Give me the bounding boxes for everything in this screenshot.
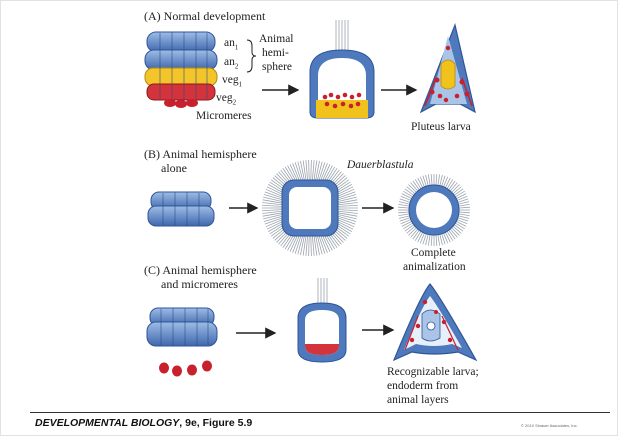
- panel-b-embryo: [148, 192, 214, 226]
- caption-edition: , 9e, Figure 5.9: [179, 417, 252, 429]
- panel-c-heading-2: and micromeres: [161, 278, 238, 291]
- pluteus-larva: [421, 25, 475, 112]
- panel-c-result-2: endoderm from: [387, 380, 458, 393]
- tier-an2-sub: 2: [235, 62, 239, 70]
- figure-caption: DEVELOPMENTAL BIOLOGY, 9e, Figure 5.9: [35, 417, 252, 429]
- recognizable-larva: [394, 284, 476, 360]
- tier-an2-label: an2: [224, 56, 238, 73]
- animal-bracket-label-1: Animal: [259, 33, 294, 46]
- caption-book: DEVELOPMENTAL BIOLOGY: [35, 417, 179, 429]
- tier-an1-label: an1: [224, 37, 238, 54]
- blastula-a: [310, 20, 374, 118]
- panel-a-heading: (A) Normal development: [144, 10, 265, 23]
- panel-c-result-3: animal layers: [387, 394, 449, 407]
- tier-veg1-sub: 1: [239, 80, 243, 88]
- panel-c-heading-1: (C) Animal hemisphere: [144, 264, 257, 277]
- panel-b-heading-1: (B) Animal hemisphere: [144, 148, 257, 161]
- tier-veg1-label: veg1: [222, 74, 242, 91]
- animal-bracket: [247, 40, 256, 72]
- panel-b-heading-2: alone: [161, 162, 187, 175]
- pluteus-larva-label: Pluteus larva: [411, 121, 471, 134]
- panel-a-embryo: [145, 32, 217, 108]
- panel-b-result-2: animalization: [403, 261, 466, 274]
- panel-c-result-1: Recognizable larva;: [387, 366, 479, 379]
- dauerblastula: [262, 160, 358, 256]
- animalized-embryo: [398, 174, 470, 246]
- panel-b-result-1: Complete: [411, 247, 456, 260]
- animal-bracket-label-3: sphere: [262, 61, 292, 74]
- tier-veg1-text: veg: [222, 74, 239, 86]
- copyright-note: © 2010 Sinauer Associates, Inc.: [521, 423, 578, 428]
- tier-an1-text: an: [224, 37, 235, 49]
- tier-an2-text: an: [224, 56, 235, 68]
- tier-veg2-text: veg: [216, 92, 233, 104]
- dauerblastula-label: Dauerblastula: [347, 159, 413, 172]
- tier-veg2-label: veg2: [216, 92, 236, 109]
- footer-divider: [30, 412, 610, 413]
- tier-veg2-sub: 2: [233, 98, 237, 106]
- tier-an1-sub: 1: [235, 43, 239, 51]
- blastula-c: [298, 278, 346, 362]
- micromeres-label: Micromeres: [196, 110, 252, 123]
- panel-c-embryo: [147, 308, 217, 377]
- animal-bracket-label-2: hemi-: [262, 47, 289, 60]
